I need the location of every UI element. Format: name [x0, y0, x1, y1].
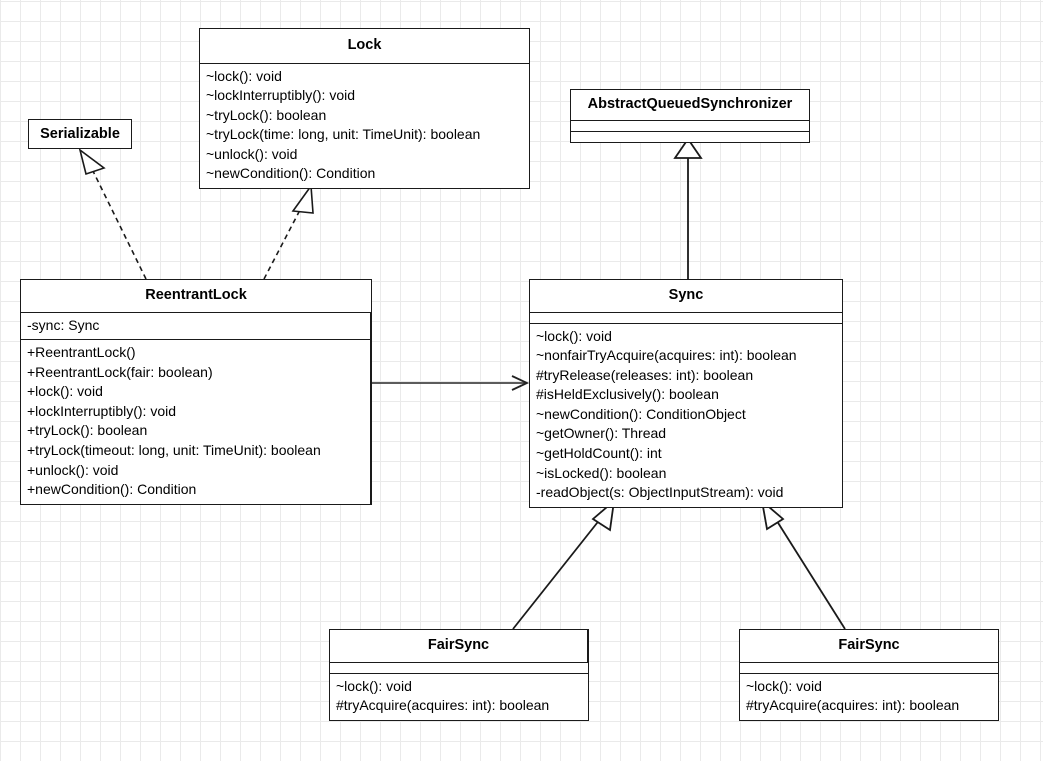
member-item: ~tryLock(time: long, unit: TimeUnit): bo…: [206, 126, 481, 143]
methods-compartment-fairsync-left: ~lock(): void #tryAcquire(acquires: int)…: [330, 672, 588, 720]
edge-realization-reentrantlock-serializable: [78, 148, 147, 280]
member-item: ~lock(): void: [336, 677, 412, 694]
member-item: +ReentrantLock(fair: boolean): [27, 363, 213, 380]
member-item: +lock(): void: [27, 383, 103, 400]
edge-generalization-fairsyncleft-sync: [512, 498, 616, 630]
class-name-sync: Sync: [668, 287, 704, 303]
member-item: +unlock(): void: [27, 461, 119, 478]
member-item: ~tryLock(): boolean: [206, 106, 327, 123]
methods-compartment-fairsync-right: ~lock(): void #tryAcquire(acquires: int)…: [740, 672, 998, 720]
member-item: +newCondition(): Condition: [27, 481, 197, 498]
member-item: ~newCondition(): Condition: [206, 165, 376, 182]
member-item: ~getHoldCount(): int: [536, 445, 662, 462]
member-item: ~lock(): void: [536, 327, 612, 344]
class-node-sync[interactable]: Sync ~lock(): void ~nonfairTryAcquire(ac…: [529, 279, 843, 508]
member-item: +tryLock(timeout: long, unit: TimeUnit):…: [27, 442, 321, 459]
class-name-reentrantlock: ReentrantLock: [145, 287, 247, 303]
attributes-compartment-abstract-queued-synchronizer: [571, 119, 809, 131]
member-item: ~getOwner(): Thread: [536, 425, 667, 442]
class-node-lock[interactable]: Lock ~lock(): void ~lockInterruptibly():…: [199, 28, 530, 190]
member-item: +tryLock(): boolean: [27, 422, 148, 439]
edge-association-reentrantlock-sync: [372, 375, 530, 391]
methods-compartment-lock: ~lock(): void ~lockInterruptibly(): void…: [200, 62, 529, 189]
member-item: #isHeldExclusively(): boolean: [536, 386, 719, 403]
attributes-compartment-sync: [530, 311, 842, 323]
member-item: -sync: Sync: [27, 316, 100, 333]
class-node-abstract-queued-synchronizer[interactable]: AbstractQueuedSynchronizer: [570, 89, 810, 143]
edge-generalization-sync-aqs: [673, 137, 703, 279]
attributes-compartment-reentrantlock: -sync: Sync: [21, 311, 370, 340]
member-item: +lockInterruptibly(): void: [27, 402, 177, 419]
class-name-lock: Lock: [347, 37, 382, 53]
methods-compartment-reentrantlock: +ReentrantLock() +ReentrantLock(fair: bo…: [21, 339, 370, 504]
attributes-compartment-fairsync-right: [740, 661, 998, 673]
class-name-serializable: Serializable: [40, 126, 120, 142]
member-item: ~unlock(): void: [206, 145, 298, 162]
member-item: #tryAcquire(acquires: int): boolean: [336, 697, 550, 714]
methods-compartment-abstract-queued-synchronizer: [571, 130, 809, 142]
class-name-abstract-queued-synchronizer: AbstractQueuedSynchronizer: [587, 96, 793, 112]
class-name-fairsync-left: FairSync: [330, 630, 588, 662]
member-item: ~lockInterruptibly(): void: [206, 87, 356, 104]
member-item: ~nonfairTryAcquire(acquires: int): boole…: [536, 347, 797, 364]
class-name-fairsync-right: FairSync: [838, 637, 900, 653]
class-node-reentrantlock[interactable]: ReentrantLock -sync: Sync +ReentrantLock…: [20, 279, 372, 505]
class-node-fairsync-left[interactable]: FairSync ~lock(): void #tryAcquire(acqui…: [329, 629, 589, 721]
class-node-fairsync-right[interactable]: FairSync ~lock(): void #tryAcquire(acqui…: [739, 629, 999, 721]
member-item: ~lock(): void: [746, 677, 822, 694]
edge-realization-reentrantlock-lock: [263, 183, 314, 280]
member-item: #tryAcquire(acquires: int): boolean: [746, 697, 960, 714]
class-node-serializable[interactable]: Serializable: [28, 119, 132, 149]
methods-compartment-sync: ~lock(): void ~nonfairTryAcquire(acquire…: [530, 322, 842, 507]
edge-generalization-fairsyncright-sync: [760, 498, 846, 630]
reentrantlock-body: -sync: Sync +ReentrantLock() +ReentrantL…: [21, 311, 371, 504]
member-item: -readObject(s: ObjectInputStream): void: [536, 484, 784, 501]
member-item: ~isLocked(): boolean: [536, 464, 667, 481]
member-item: +ReentrantLock(): [27, 344, 136, 361]
member-item: ~lock(): void: [206, 67, 282, 84]
member-item: ~newCondition(): ConditionObject: [536, 405, 746, 422]
member-item: #tryRelease(releases: int): boolean: [536, 366, 754, 383]
attributes-compartment-fairsync-left: [330, 661, 588, 673]
